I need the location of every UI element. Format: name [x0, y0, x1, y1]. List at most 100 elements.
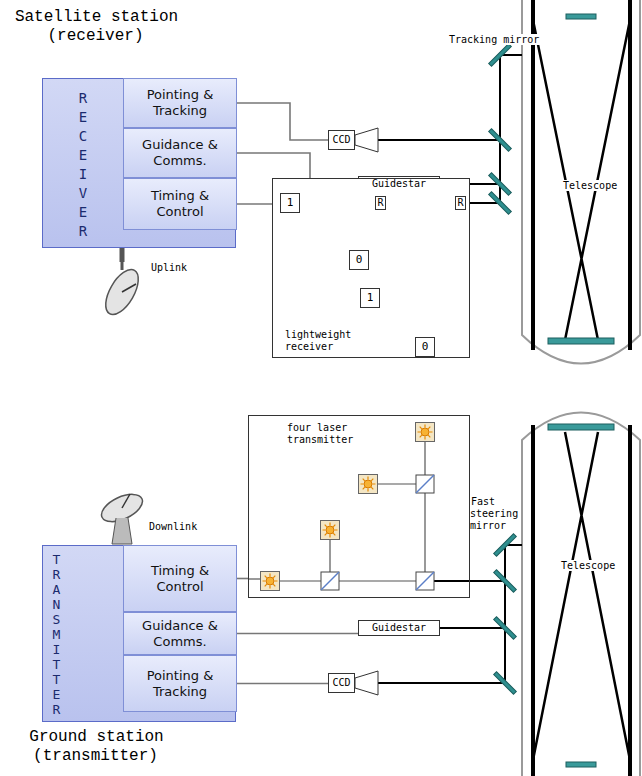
box-label: R — [457, 197, 463, 209]
box-label: Guidance & Comms. — [124, 137, 236, 169]
optic-path — [280, 580, 321, 581]
box-label: Timing & Control — [124, 188, 236, 220]
telescope — [522, 0, 640, 364]
secondary-mirror — [566, 14, 596, 19]
guidestar-sensor: Guidestar — [358, 620, 440, 636]
detector: 1 — [360, 288, 380, 308]
optic-path — [424, 442, 425, 475]
telescope-wall — [531, 425, 535, 776]
label-text: Uplink — [150, 262, 188, 273]
laser — [261, 572, 280, 591]
part-label: Downlink — [148, 521, 198, 533]
beam-splitter — [416, 475, 434, 493]
beam-splitters — [321, 475, 434, 590]
box-label: CCD — [332, 677, 350, 689]
detector: 1 — [280, 193, 300, 213]
dish-mount — [121, 262, 124, 270]
tracking-mirrors — [489, 44, 512, 215]
station-box: TRANSMITTER Timing & ControlGuidance & Co… — [42, 545, 236, 722]
retarder: R — [455, 196, 466, 210]
ccd-lens — [355, 671, 378, 695]
laser — [359, 475, 378, 494]
label-text: Telescope — [562, 180, 618, 191]
optic-path — [378, 483, 416, 484]
box-label: Pointing & Tracking — [124, 87, 236, 119]
station-box: RECEIVER Pointing & TrackingGuidance & Co… — [42, 78, 236, 248]
detector: 0 — [349, 250, 369, 270]
label-text: Ground station (transmitter) — [28, 728, 163, 765]
box-label: Guidestar — [372, 178, 426, 190]
secondary-mirror — [566, 762, 596, 767]
signal-wire — [237, 578, 248, 580]
vertical-title: RECEIVER — [76, 89, 90, 241]
beam-path — [500, 55, 522, 203]
ccd-lens — [355, 128, 378, 152]
mirror — [494, 617, 517, 640]
box-label: 0 — [422, 341, 429, 353]
function-box: Guidance & Comms. — [123, 128, 237, 178]
mirror — [489, 192, 512, 215]
beam-splitter — [416, 572, 434, 590]
uplink-dish — [99, 248, 145, 320]
ccd-camera: CCD — [328, 673, 355, 693]
box-label: 0 — [356, 254, 363, 266]
box-label: Timing & Control — [124, 563, 236, 595]
splitter-plate — [416, 572, 434, 590]
mirror — [494, 534, 517, 557]
label-text: Tracking mirror — [448, 34, 540, 45]
dish-mount — [120, 248, 125, 262]
label-text: Satellite station (receiver) — [14, 8, 178, 45]
part-label: Telescope — [562, 180, 618, 192]
vertical-title: TRANSMITTER — [50, 552, 63, 717]
box-label: CCD — [332, 134, 350, 146]
signal-wire — [237, 103, 328, 140]
primary-mirror — [548, 338, 614, 344]
label-text: Fast steering mirror — [470, 496, 518, 531]
signal-wire — [237, 683, 328, 685]
beam-path — [378, 139, 500, 141]
telescope-wall — [531, 0, 535, 350]
optic-path — [424, 493, 425, 572]
part-label: Telescope — [560, 560, 616, 572]
box-label: lightweight receiver — [285, 329, 365, 353]
telescope-tube — [522, 0, 640, 364]
dish — [99, 264, 145, 319]
part-label: Tracking mirror — [448, 34, 540, 46]
beam-path — [378, 682, 505, 684]
function-box: Pointing & Tracking — [123, 78, 237, 128]
fast-steering-mirror — [494, 570, 517, 593]
station-title: Ground station (transmitter) — [4, 728, 188, 766]
downlink-dish — [97, 489, 146, 544]
telescope-wall — [628, 0, 632, 350]
box-label: 1 — [287, 197, 294, 209]
telescope-tube — [522, 413, 640, 776]
function-box: Timing & Control — [123, 178, 237, 230]
function-box: Timing & Control — [123, 545, 237, 612]
mirror — [489, 129, 512, 152]
part-label: Uplink — [150, 262, 188, 274]
function-box: Guidance & Comms. — [123, 612, 237, 655]
box-label: Guidance & Comms. — [124, 618, 236, 650]
optic-path — [249, 578, 260, 579]
primary-mirror — [548, 424, 614, 430]
telescope — [522, 413, 640, 776]
beam-path — [505, 545, 522, 683]
retarder: R — [375, 196, 386, 210]
beam-path — [466, 202, 500, 204]
telescope-wall — [628, 425, 632, 776]
dish-stand — [112, 518, 132, 544]
laser-paths — [249, 442, 469, 581]
box-label: R — [377, 197, 383, 209]
dish-feed — [122, 494, 130, 508]
dish-feed — [122, 284, 136, 292]
splitter-plate — [321, 572, 339, 590]
box-label: 1 — [367, 292, 374, 304]
mirror — [489, 44, 512, 67]
receiver-module: lightweight receiver 1 R R 0 1 0 — [272, 178, 470, 358]
laser-module: four laser transmitter — [248, 415, 470, 598]
telescope-beam — [533, 432, 630, 760]
beam-path — [440, 627, 505, 629]
ccd-camera: CCD — [328, 130, 355, 150]
